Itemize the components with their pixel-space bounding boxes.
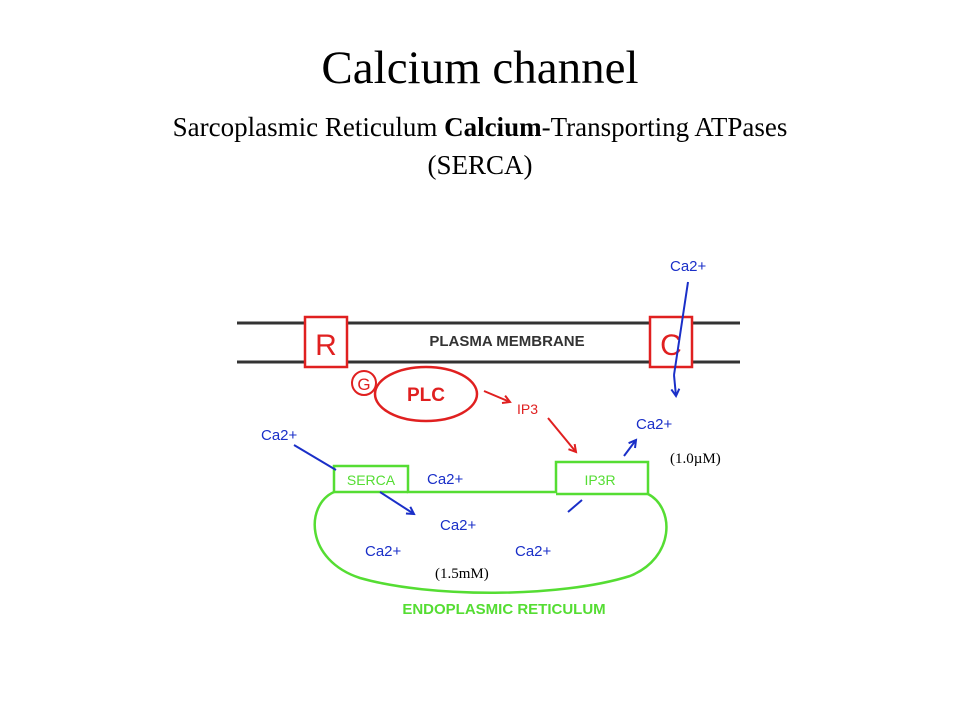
ca-er-label-1: Ca2+ bbox=[427, 471, 464, 488]
ca-cytosol-left-label: Ca2+ bbox=[261, 427, 298, 444]
er-concentration: (1.5mM) bbox=[435, 566, 489, 582]
subtitle-bold: Calcium bbox=[444, 112, 542, 142]
receptor: R bbox=[303, 315, 349, 369]
cytosol-concentration: (1.0µM) bbox=[670, 451, 721, 467]
ip3r-release-arrow bbox=[623, 440, 636, 457]
ip3-label: IP3 bbox=[517, 401, 538, 417]
ip3-to-ip3r-arrow bbox=[547, 417, 576, 452]
er-membrane bbox=[313, 460, 668, 594]
subtitle-part4: (SERCA) bbox=[427, 150, 533, 180]
ca-outside-label: Ca2+ bbox=[670, 258, 707, 275]
serca-label: SERCA bbox=[347, 472, 396, 488]
ca-cytosol-right-label: Ca2+ bbox=[636, 416, 673, 433]
plc-label: PLC bbox=[407, 385, 445, 406]
ca-er-label-2: Ca2+ bbox=[440, 517, 477, 534]
plc: PLC bbox=[373, 365, 479, 423]
plc-to-ip3-arrow bbox=[483, 390, 510, 402]
ip3r-release-line-in bbox=[567, 499, 583, 513]
subtitle-part3: -Transporting ATPases bbox=[541, 112, 788, 142]
calcium-channel: C bbox=[648, 315, 694, 369]
g-protein-label: G bbox=[357, 375, 370, 394]
subtitle-part1: Sarcoplasmic Reticulum bbox=[172, 112, 445, 142]
receptor-box bbox=[303, 315, 349, 369]
er-label: ENDOPLASMIC RETICULUM bbox=[402, 601, 605, 618]
serca-uptake-arrow bbox=[379, 491, 414, 514]
endoplasmic-reticulum: SERCA IP3R ENDOPLASMIC RETICULUM bbox=[313, 460, 668, 618]
channel-box bbox=[648, 315, 694, 369]
ca-er-label-4: Ca2+ bbox=[515, 543, 552, 560]
slide-title: Calcium channel bbox=[321, 42, 639, 94]
ca-er-label-3: Ca2+ bbox=[365, 543, 402, 560]
ca-influx-line bbox=[673, 281, 689, 376]
g-protein-circle bbox=[351, 370, 377, 396]
plc-ellipse bbox=[373, 365, 479, 423]
slide-subtitle: Sarcoplasmic Reticulum Calcium-Transport… bbox=[80, 108, 880, 184]
plasma-membrane-label: PLASMA MEMBRANE bbox=[429, 333, 584, 350]
ip3r-label: IP3R bbox=[584, 472, 615, 488]
g-protein: G bbox=[351, 370, 377, 396]
receptor-label: R bbox=[315, 329, 337, 362]
serca-uptake-line-in bbox=[293, 444, 337, 471]
ca-influx-arrow bbox=[674, 374, 676, 396]
